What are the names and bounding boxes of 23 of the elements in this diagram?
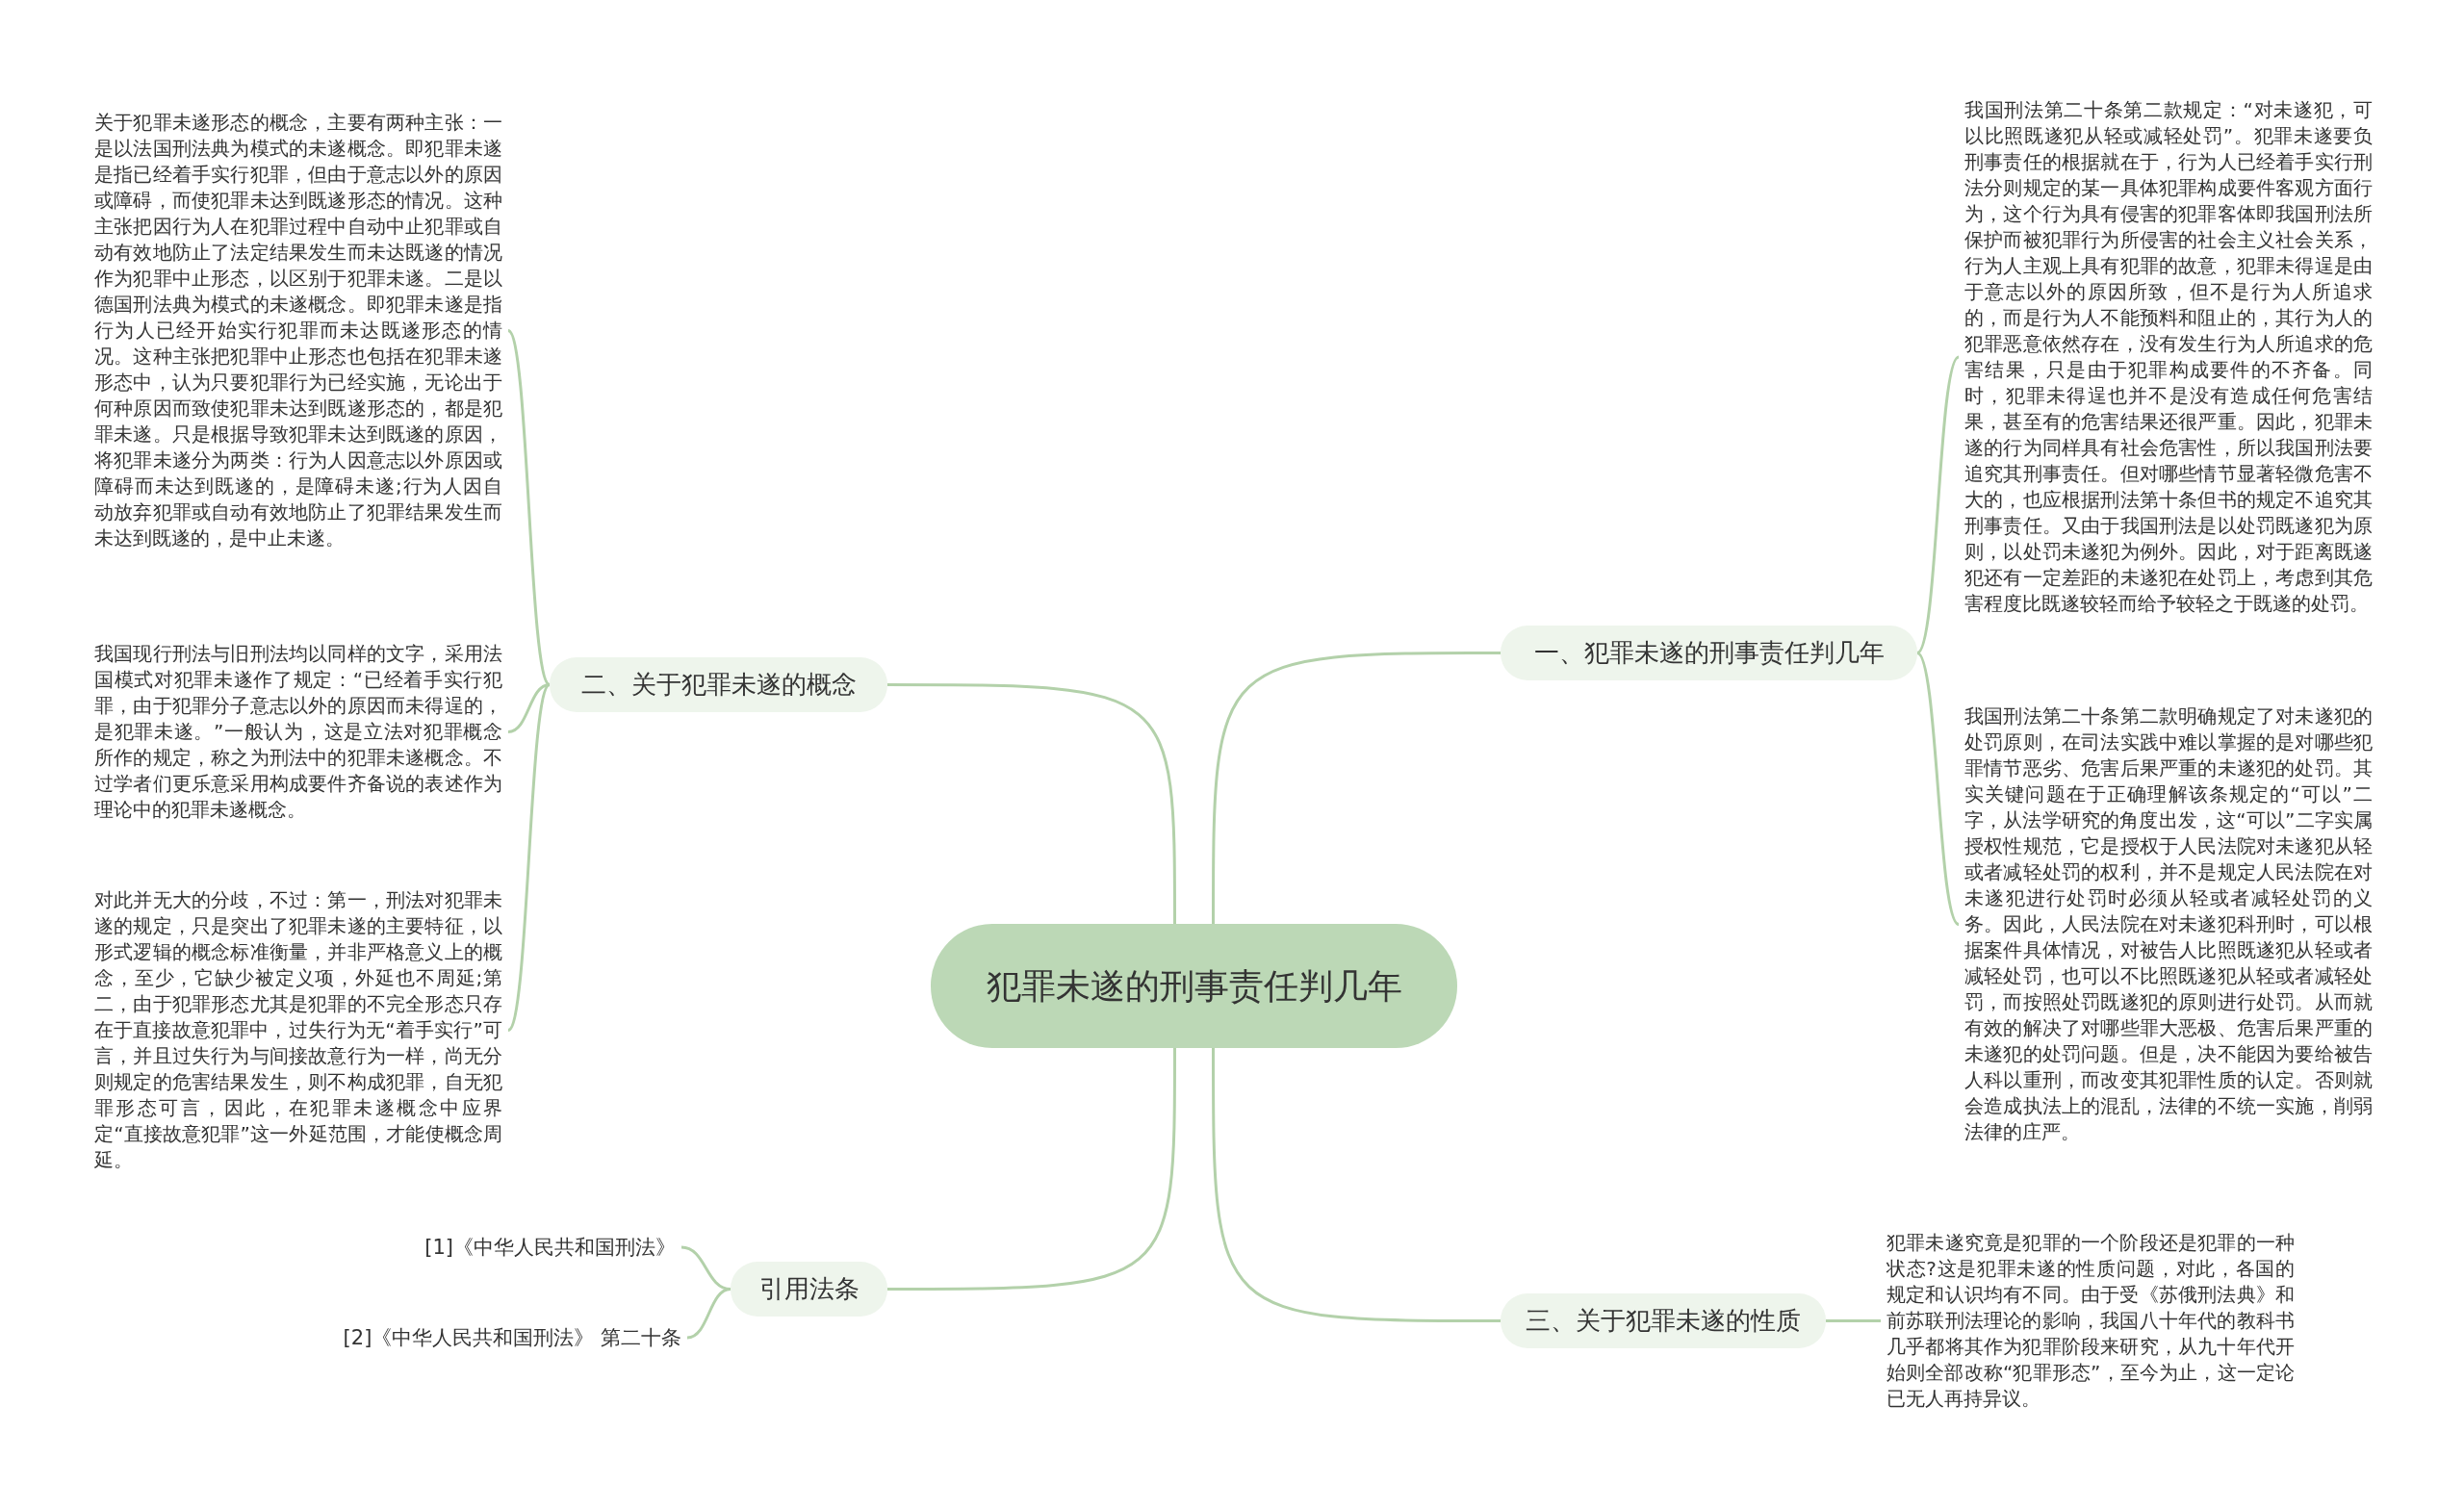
central-topic: 犯罪未遂的刑事责任判几年 — [931, 924, 1457, 1048]
topic-box: 一、犯罪未遂的刑事责任判几年 — [1501, 626, 1917, 680]
connector-line — [887, 683, 1176, 924]
connector-line — [1212, 1048, 1501, 1322]
reference-text: [2]《中华人民共和国刑法》 第二十条 — [289, 1324, 681, 1351]
note-text: 我国刑法第二十条第二款明确规定了对未遂犯的处罚原则，在司法实践中难以掌握的是对哪些犯罪情节恶劣、危害后果严重的未遂犯的处罚。其实关键问题在于正确理解该条规定的“可以”二字，从法学研究的角度出发，这“可以”二字实属授权性规范，它是授权于人民法院对未遂犯从轻或者减轻处罚的权利，并不是规定人民法院在对未遂犯进行处罚时必须从轻或者减轻处罚的义务。因此，人民法院在对未遂犯科刑时，可以根据案件具体情况，对被告人比照既遂犯从轻或者减轻处罚，也可以不比照既遂犯从轻或者减轻处罚，而按照处罚既遂犯的原则进行处罚。从而就有效的解决了对哪些罪大恶极、危害后果严重的未遂犯的处罚问题。但是，决不能因为要给被告人科以重刑，而改变其犯罪性质的认定。否则就会造成执法上的混乱，法律的不统一实施，削弱法律的庄严。 — [1964, 703, 2373, 1145]
connector-line — [887, 1048, 1176, 1291]
connector-line — [1915, 356, 1961, 654]
note-text: 对此并无大的分歧，不过：第一，刑法对犯罪未遂的规定，只是突出了犯罪未遂的主要特征，以形式逻辑的概念标准衡量，并非严格意义上的概念，至少，它缺少被定义项，外延也不周延;第二，由于犯罪形态尤其是犯罪的不完全形态只存在于直接故意犯罪中，过失行为无“着手实行”可言，并且过失行为与间接故意行为一样，尚无分则规定的危害结果发生，则不构成犯罪，自无犯罪形态可言，因此，在犯罪未遂概念中应界定“直接故意犯罪”这一外延范围，才能使概念周延。 — [94, 887, 502, 1173]
connector-line — [506, 683, 552, 1032]
note-text: 我国现行刑法与旧刑法均以同样的文字，采用法国模式对犯罪未遂作了规定：“已经着手实行犯罪，由于犯罪分子意志以外的原因而未得逞的，是犯罪未遂。”一般认为，这是立法对犯罪概念所作的规定，称之为刑法中的犯罪未遂概念。不过学者们更乐意采用构成要件齐备说的表述作为理论中的犯罪未遂概念。 — [94, 641, 502, 823]
topic-box: 二、关于犯罪未遂的概念 — [550, 657, 887, 712]
note-text: 犯罪未遂究竟是犯罪的一个阶段还是犯罪的一种状态?这是犯罪未遂的性质问题，对此，各国的规定和认识均有不同。由于受《苏俄刑法典》和前苏联刑法理论的影响，我国八十年代的教科书几乎都将其作为犯罪阶段来研究，从九十年代开始则全部改称“犯罪形态”，至今为止，这一定论已无人再持异议。 — [1886, 1230, 2295, 1412]
connector-line — [506, 329, 552, 686]
topic-box: 三、关于犯罪未遂的性质 — [1501, 1293, 1826, 1348]
note-text: 我国刑法第二十条第二款规定：“对未遂犯，可以比照既遂犯从轻或减轻处罚”。犯罪未遂要负刑事责任的根据就在于，行为人已经着手实行刑法分则规定的某一具体犯罪构成要件客观方面行为，这个行为具有侵害的犯罪客体即我国刑法所保护而被犯罪行为所侵害的社会主义社会关系，行为人主观上具有犯罪的故意，犯罪未得逞是由于意志以外的原因所致，但不是行为人所追求的，而是行为人不能预料和阻止的，其行为人的犯罪恶意依然存在，没有发生行为人所追求的危害结果，只是由于犯罪构成要件的不齐备。同时，犯罪未得逞也并不是没有造成任何危害结果，甚至有的危害结果还很严重。因此，犯罪未遂的行为同样具有社会危害性，所以我国刑法要追究其刑事责任。但对哪些情节显著轻微危害不大的，也应根据刑法第十条但书的规定不追究其刑事责任。又由于我国刑法是以处罚既遂犯为原则，以处罚未遂犯为例外。因此，对于距离既遂犯还有一定差距的未遂犯在处罚上，考虑到其危害程度比既遂较轻而给予较轻之于既遂的处罚。 — [1964, 97, 2373, 617]
topic-box: 引用法条 — [731, 1262, 887, 1317]
note-text: 关于犯罪未遂形态的概念，主要有两种主张：一是以法国刑法典为模式的未遂概念。即犯罪未遂是指已经着手实行犯罪，但由于意志以外的原因或障碍，而使犯罪未达到既遂形态的情况。这种主张把因行为人在犯罪过程中自动中止犯罪或自动有效地防止了法定结果发生而未达既遂的情况作为犯罪中止形态，以区别于犯罪未遂。二是以德国刑法典为模式的未遂概念。即犯罪未遂是指行为人已经开始实行犯罪而未达既遂形态的情况。这种主张把犯罪中止形态也包括在犯罪未遂形态中，认为只要犯罪行为已经实施，无论出于何种原因而致使犯罪未达到既遂形态的，都是犯罪未遂。只是根据导致犯罪未达到既遂的原因，将犯罪未遂分为两类：行为人因意志以外原因或障碍而未达到既遂的，是障碍未遂;行为人因自动放弃犯罪或自动有效地防止了犯罪结果发生而未达到既遂的，是中止未遂。 — [94, 110, 502, 551]
connector-line — [1915, 652, 1961, 926]
connector-line — [1212, 652, 1501, 924]
connector-line — [686, 1288, 732, 1340]
reference-text: [1]《中华人民共和国刑法》 — [327, 1234, 676, 1261]
connector-line — [1826, 1319, 1881, 1322]
